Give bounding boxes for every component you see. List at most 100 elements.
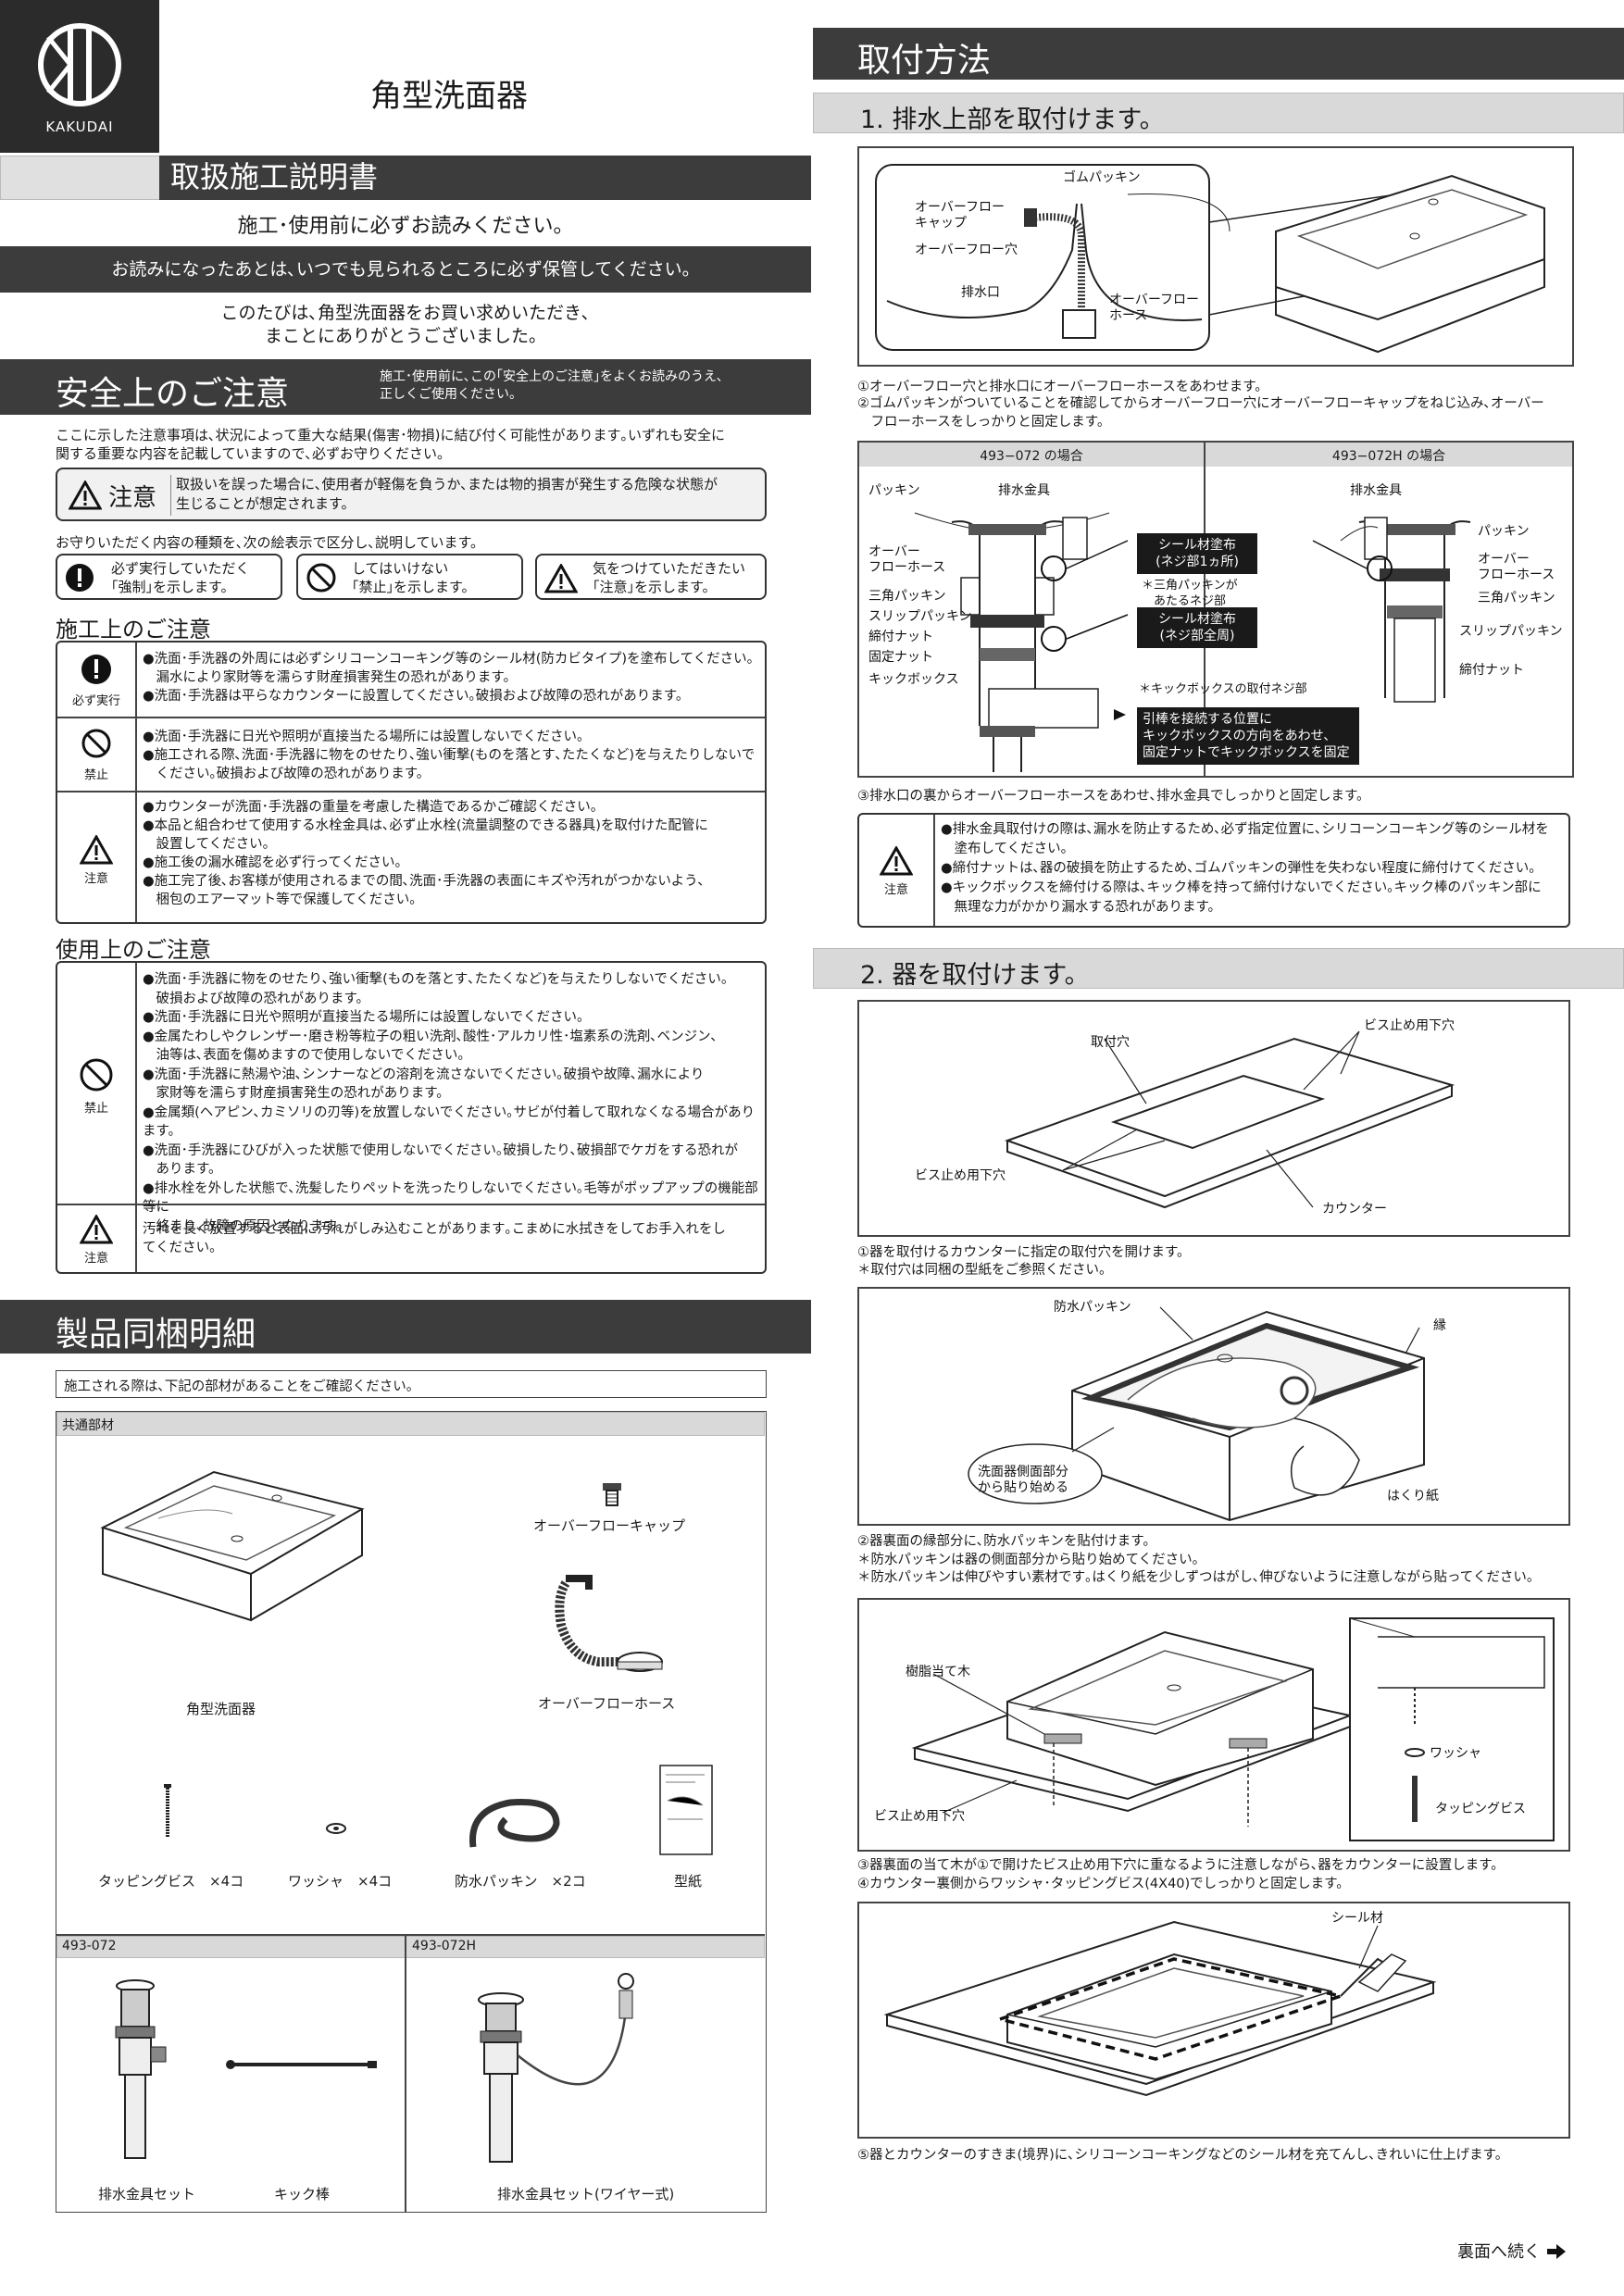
step1-caution-label: 注意 <box>883 883 908 897</box>
use-caution-title: 使用上のご注意 <box>56 937 211 963</box>
washer-illustration <box>326 1823 346 1834</box>
label-a-tightening-nut: 締付ナット <box>868 630 933 644</box>
kick-rod-label: キック棒 <box>274 2186 331 2202</box>
step1-note2: ②ゴムパッキンがついていることを確認してからオーバーフロー穴にオーバーフローキャ… <box>857 396 1544 430</box>
label-a-slip-packing: スリップパッキン <box>868 609 972 624</box>
seal-one-subnote: ＊三角パッキンが あたるネジ部 <box>1142 579 1238 608</box>
symbol-mandatory-box: 必ず実行していただく ｢強制｣を示します。 <box>56 554 282 600</box>
symbols-lead: お守りいただく内容の種類を､次の絵表示で区分し､説明しています。 <box>56 534 485 551</box>
step2-note1: ①器を取付けるカウンターに指定の取付穴を開けます。 ＊取付穴は同梱の型紙をご参照… <box>857 1245 1191 1278</box>
overflow-assembly-drawing <box>875 164 1545 354</box>
seal-all-note: シール材塗布 (ネジ部全周) <box>1137 607 1257 648</box>
seal-one-note: シール材塗布 (ネジ部1ヵ所) <box>1137 533 1257 574</box>
use-row-caution-text: 汚れを長く放置すると表面に汚れがしみ込むことがあります｡こまめに水拭きをしてお手… <box>143 1222 726 1255</box>
label-resin-block: 樹脂当て木 <box>906 1665 970 1679</box>
sealant-drawing <box>883 1920 1437 2097</box>
label-a-fixing-nut: 固定ナット <box>868 650 933 665</box>
label-overflow-hose: オーバーフロー ホース <box>1109 293 1200 323</box>
overflow-cap-illustration <box>603 1483 621 1506</box>
paper-template-illustration <box>659 1765 713 1855</box>
waterproof-packing-label: 防水パッキン ×2コ <box>455 1873 586 1890</box>
step2-figure1: 取付穴 ビス止め用下穴 ビス止め用下穴 カウンター <box>857 1000 1570 1237</box>
label-tapping-screw: タッピングビス <box>1435 1802 1526 1816</box>
paper-template-label: 型紙 <box>674 1873 703 1890</box>
caution-triangle-icon <box>880 846 913 876</box>
label-b-triangle-packing: 三角パッキン <box>1478 591 1555 605</box>
waterproof-packing-illustration <box>469 1798 560 1848</box>
label-a-kick-box: キックボックス <box>868 672 959 687</box>
contents-frame: 共通部材 493-072 493-072H 角型洗面器 オーバーフローキャップ … <box>56 1411 767 2213</box>
contents-title: 製品同梱明細 <box>56 1316 256 1354</box>
step1-note1: ①オーバーフロー穴と排水口にオーバーフローホースをあわせます。 <box>857 380 1268 394</box>
symbol-prohibited-text: してはいけない ｢禁止｣を示します。 <box>352 560 476 595</box>
common-parts-label: 共通部材 <box>62 1418 114 1433</box>
read-before-text: 施工･使用前に必ずお読みください。 <box>237 215 574 238</box>
install-caution-table: 必ず実行 ●洗面･手洗器の外周には必ずシリコーンコーキング等のシール材(防カビタ… <box>56 641 767 924</box>
contents-header: 製品同梱明細 <box>0 1300 811 1354</box>
safety-lead: 施工･使用前に､この｢安全上のご注意｣をよくお読みのうえ､ 正しくご使用ください… <box>380 369 723 402</box>
label-overflow-cap: オーバーフロー キャップ <box>915 200 1006 231</box>
step1-caution-text: ●排水金具取付けの際は､漏水を防止するため､必ず指定位置に､シリコーンコーキング… <box>941 822 1549 915</box>
safety-intro: ここに示した注意事項は､状況によって重大な結果(傷害･物損)に結び付く可能性があ… <box>56 427 726 462</box>
arrow-right-icon <box>1546 2244 1566 2259</box>
label-mount-hole: 取付穴 <box>1091 1035 1130 1050</box>
step2-note3: ③器裏面の当て木が①で開けたビス止め用下穴に重なるように注意しながら､器をカウン… <box>857 1858 1505 1891</box>
caution-definition-box: 注意 取扱いを誤った場合に､使用者が軽傷を負うか､または物的損害が発生する危険な… <box>56 468 767 521</box>
label-rim: 縁 <box>1433 1318 1446 1333</box>
label-a-packing: パッキン <box>868 483 920 498</box>
step1-title: 1. 排水上部を取付けます。 <box>860 106 1165 134</box>
drain-fitting-diagram <box>914 512 1471 772</box>
tapping-screw-illustration <box>164 1784 171 1838</box>
label-washer: ワッシャ <box>1430 1746 1481 1761</box>
label-b-tightening-nut: 締付ナット <box>1459 663 1524 678</box>
label-rubber-packing: ゴムパッキン <box>1063 170 1141 185</box>
install-title: 取付方法 <box>857 42 992 80</box>
step2-figure3: 樹脂当て木 ビス止め用下穴 ワッシャ タッピングビス <box>857 1598 1570 1852</box>
product-title: 角型洗面器 <box>370 78 528 115</box>
warning-triangle-icon <box>69 480 102 510</box>
brand-name: KAKUDAI <box>45 119 114 135</box>
kick-box-fix-note: 引棒を接続する位置に キックボックスの方向をあわせ､ 固定ナットでキックボックス… <box>1137 707 1359 765</box>
manual-title-text: 取扱施工説明書 <box>170 159 379 194</box>
safety-title: 安全上のご注意 <box>56 375 290 413</box>
row-label-mandatory: 必ず実行 <box>71 694 120 708</box>
row-label-prohibited: 禁止 <box>83 1102 108 1116</box>
basin-illustration <box>100 1470 365 1622</box>
brand-logo: KAKUDAI <box>0 0 159 153</box>
step2-figure2: 防水パッキン 縁 洗面器側面部分 から貼り始める はくり紙 <box>857 1287 1570 1526</box>
drain-case-figure: 493−072 の場合 493−072H の場合 パッキン 排水金具 オーバ <box>857 441 1574 778</box>
counter-hole-drawing <box>1005 1030 1455 1209</box>
continue-text: 裏面へ続く <box>1457 2242 1541 2262</box>
model-b-label: 493-072H <box>412 1939 477 1953</box>
install-caution-title: 施工上のご注意 <box>56 617 211 643</box>
label-b-packing: パッキン <box>1478 524 1530 539</box>
install-row-prohibited-text: ●洗面･手洗器に日光や照明が直接当たる場所には設置しないでください。 ●施工され… <box>143 730 756 781</box>
drain-fitting-set-illustration <box>115 1979 167 2159</box>
wire-drain-fitting-set-label: 排水金具セット(ワイヤー式) <box>497 2186 675 2202</box>
label-overflow-hole: オーバーフロー穴 <box>915 243 1018 257</box>
symbol-caution-text: 気をつけていただきたい ｢注意｣を示します。 <box>593 560 746 595</box>
symbol-caution-box: 気をつけていただきたい ｢注意｣を示します。 <box>535 554 767 600</box>
continue-link: 裏面へ続く <box>1457 2239 1567 2263</box>
install-header: 取付方法 <box>813 28 1624 80</box>
step2-note5: ⑤器とカウンターのすきま(境界)に､シリコーンコーキングなどのシール材を充てんし… <box>857 2148 1509 2163</box>
label-drain-port: 排水口 <box>961 285 1000 300</box>
step1-figure: ゴムパッキン オーバーフロー キャップ オーバーフロー穴 排水口 オーバーフロー… <box>857 146 1574 367</box>
manual-title: 取扱施工説明書 <box>159 156 811 200</box>
step2-figure4: シール材 <box>857 1902 1570 2139</box>
packing-attach-drawing <box>968 1306 1425 1522</box>
label-a-drain-fitting: 排水金具 <box>998 483 1050 498</box>
caution-triangle-icon <box>544 564 578 593</box>
case-a-label: 493−072 の場合 <box>980 449 1083 464</box>
label-a-overflow-hose: オーバー フローホース <box>868 544 946 575</box>
mandatory-icon <box>66 564 94 592</box>
overflow-hose-label: オーバーフローホース <box>538 1695 676 1712</box>
prohibited-icon <box>81 729 111 758</box>
label-b-slip-packing: スリップパッキン <box>1459 624 1563 639</box>
drain-fitting-set-label: 排水金具セット <box>98 2186 196 2202</box>
keep-notice-bar: お読みになったあとは､いつでも見られるところに必ず保管してください。 <box>0 246 811 293</box>
row-label-prohibited: 禁止 <box>83 768 108 782</box>
use-row-prohibited-text: ●洗面･手洗器に物をのせたり､強い衝撃(ものを落とす､たたくなど)を与えたりしな… <box>143 972 758 1234</box>
overflow-hose-illustration <box>555 1575 663 1672</box>
label-screw-hole-top: ビス止め用下穴 <box>1364 1018 1455 1033</box>
